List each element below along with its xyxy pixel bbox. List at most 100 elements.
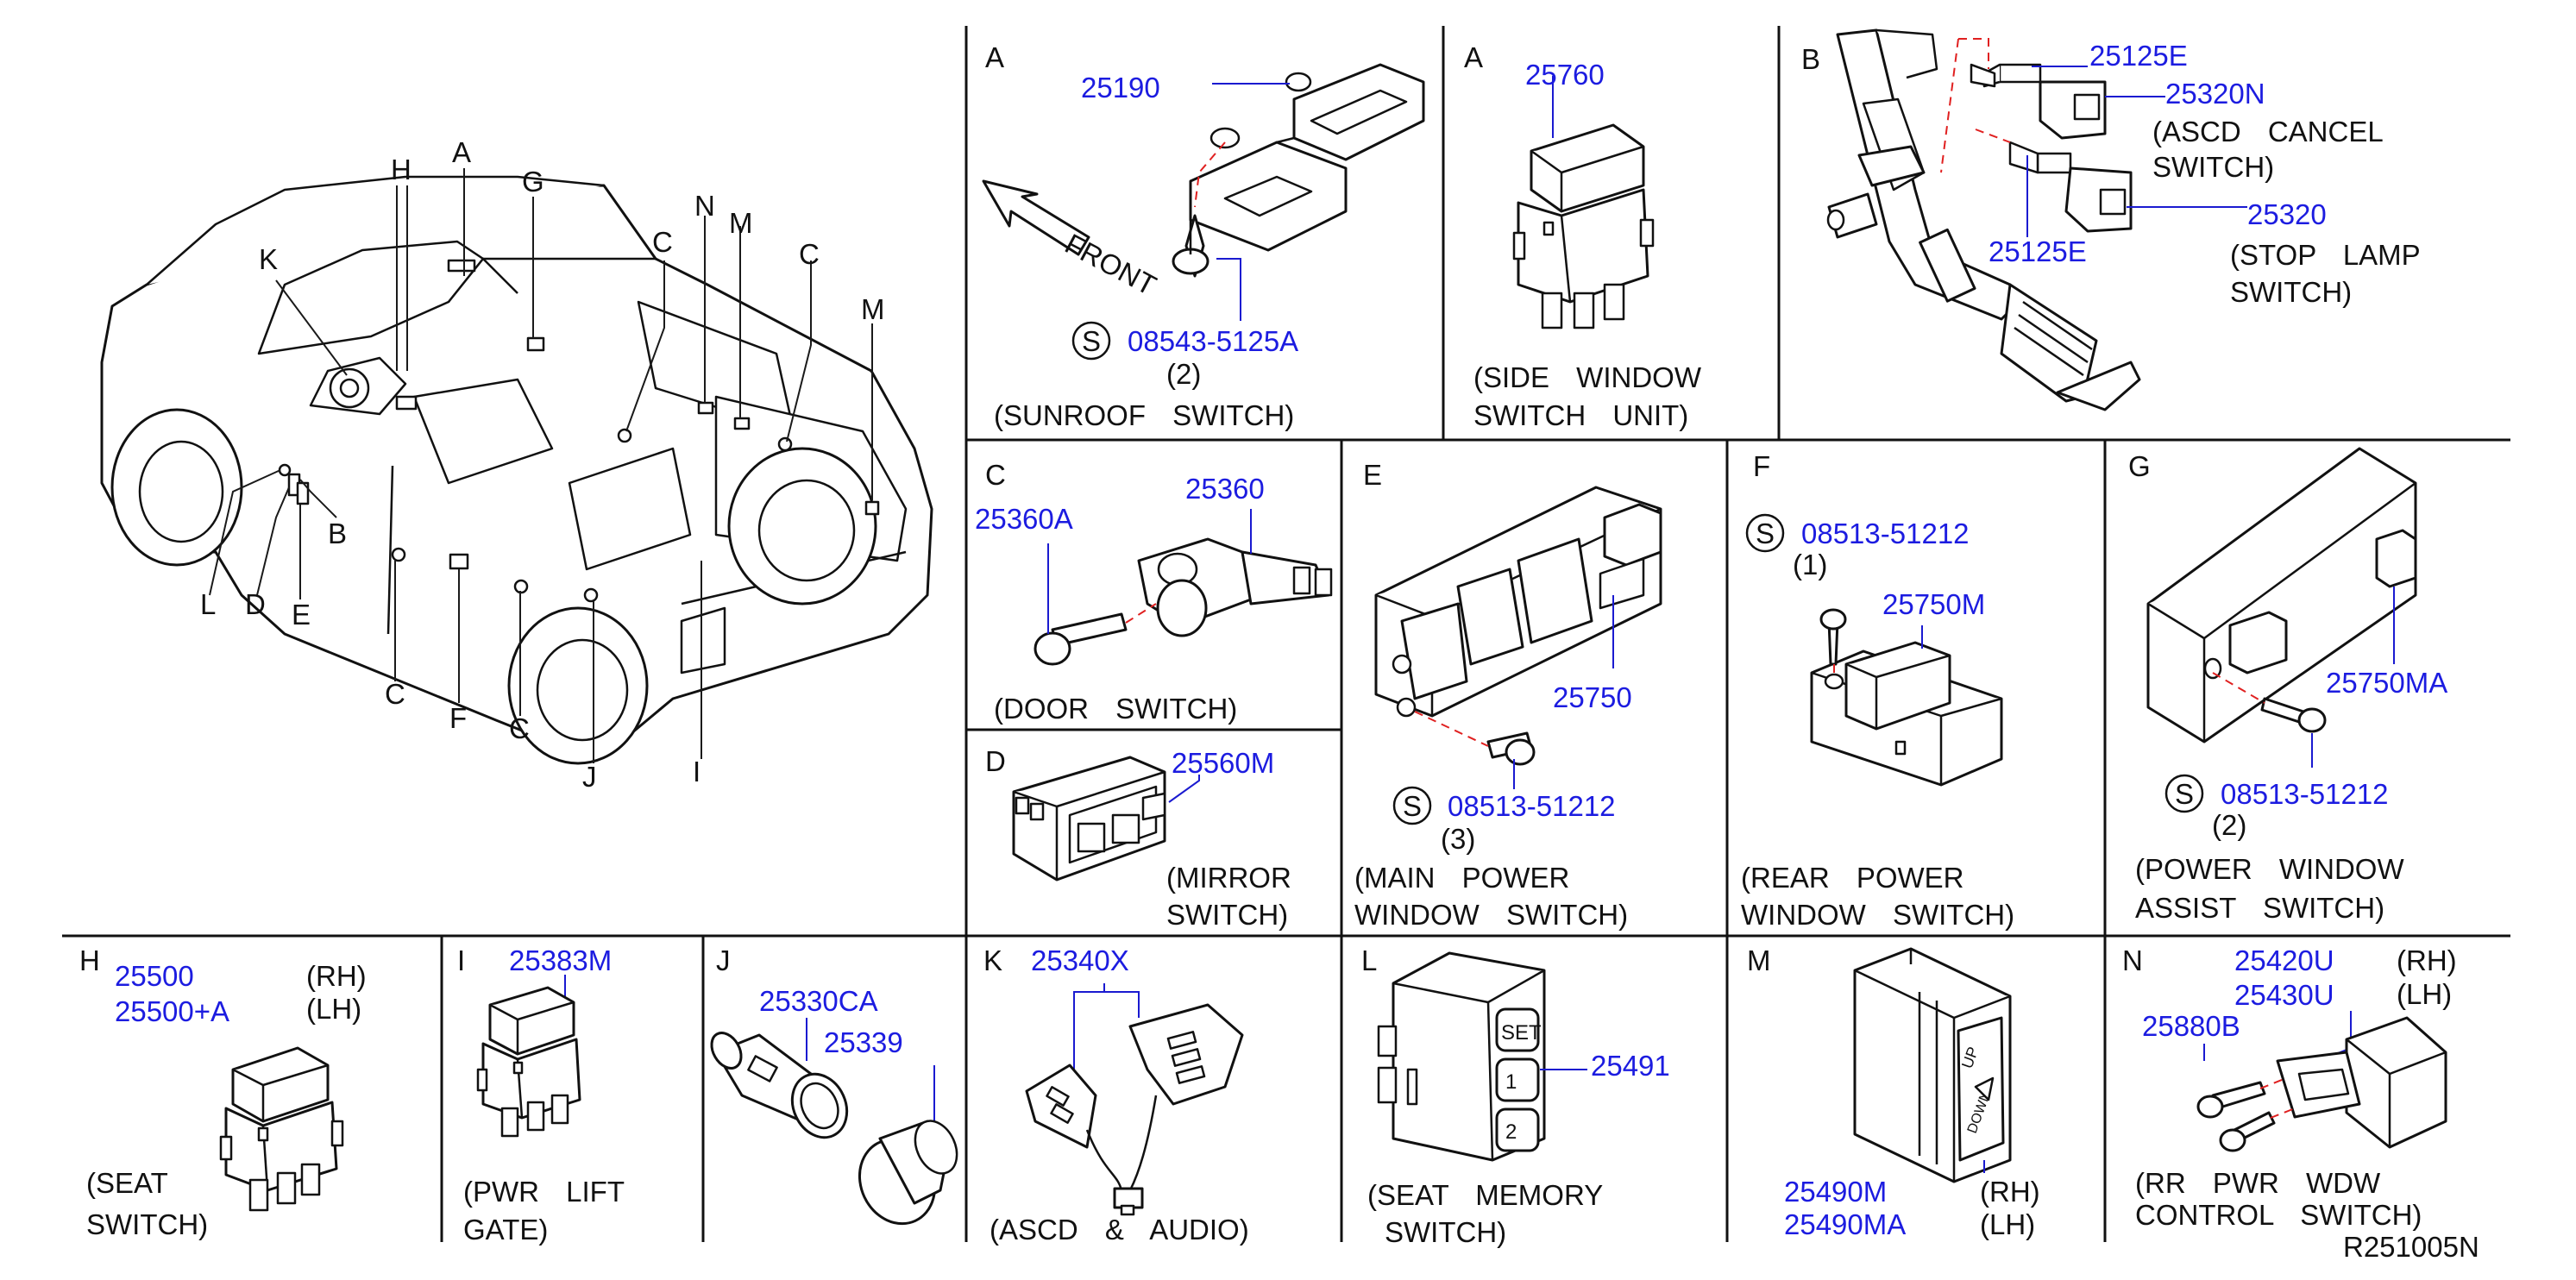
- up-down-switch-drawing: UP DOWN: [1853, 947, 2012, 1183]
- part-25750m: 25750M: [1882, 588, 1985, 620]
- part-25320: 25320: [2247, 198, 2327, 230]
- side-m-rh: (RH): [1980, 1176, 2040, 1208]
- panel-n-rr-power-window-control: N 25420U 25430U (RH) (LH) 25880B (RR PWR…: [2122, 944, 2479, 1263]
- vehicle-letter-f: F: [449, 702, 467, 734]
- panel-d-mirror-switch: D 25560M (MIRROR SWITCH): [985, 745, 1291, 931]
- caption-a2-line-2: SWITCH UNIT): [1473, 399, 1688, 431]
- side-h-rh: (RH): [306, 960, 367, 992]
- s-mark-label-f: S: [1756, 518, 1775, 549]
- vehicle-letter-g: G: [522, 166, 544, 198]
- lighter-drawing: [710, 1032, 958, 1226]
- stop-lamp-switch-drawing: [2008, 141, 2133, 233]
- part-25750: 25750: [1553, 681, 1632, 713]
- panel-letter-h: H: [79, 944, 100, 976]
- qty-a1: (2): [1166, 358, 1201, 390]
- vehicle-letter-m2: M: [861, 293, 885, 325]
- door-switch-drawing: [1034, 537, 1333, 666]
- panel-i-power-lift-gate: I 25383M (PWR LIFT GATE): [457, 944, 625, 1245]
- vehicle-letter-e: E: [292, 599, 311, 631]
- part-25500-a: 25500+A: [115, 995, 229, 1027]
- qty-e: (3): [1441, 823, 1475, 855]
- vehicle-leader-lines: [209, 168, 873, 763]
- panel-letter-a2: A: [1464, 41, 1483, 73]
- panel-letter-m: M: [1747, 944, 1771, 976]
- panel-l-seat-memory: L SET 1 2 25491 (SEAT MEMORY SWITCH): [1361, 944, 1670, 1248]
- part-25340x: 25340X: [1031, 944, 1129, 976]
- caption-n-line-1: (RR PWR WDW: [2135, 1167, 2381, 1199]
- caption-c: (DOOR SWITCH): [994, 693, 1237, 725]
- front-label: FRONT: [1060, 228, 1162, 302]
- button-set: SET: [1501, 1021, 1542, 1045]
- caption-k: (ASCD & AUDIO): [990, 1214, 1249, 1245]
- panel-letter-e: E: [1363, 459, 1382, 491]
- vehicle-letter-c3: C: [385, 678, 405, 710]
- vehicle-overview: A H G K N M C C M B L D E C F C J I: [100, 136, 933, 793]
- part-25490m: 25490M: [1784, 1176, 1887, 1208]
- vehicle-letter-labels: A H G K N M C C M B L D E C F C J I: [200, 136, 885, 793]
- seat-switch-drawing: [219, 1046, 344, 1212]
- front-direction-arrow: FRONT: [982, 179, 1162, 302]
- side-n-rh: (RH): [2397, 944, 2457, 976]
- qty-g: (2): [2212, 809, 2246, 841]
- panel-g-power-window-assist: G 25750MA S 08513-51212 (2) (POWER WINDO…: [2128, 447, 2447, 924]
- caption-f-line-2: WINDOW SWITCH): [1741, 899, 2014, 931]
- part-25383m: 25383M: [509, 944, 612, 976]
- steering-switch-drawing: [1025, 1003, 1244, 1216]
- panel-letter-k: K: [983, 944, 1002, 976]
- caption-d-line-1: (MIRROR: [1166, 862, 1291, 894]
- part-25490ma: 25490MA: [1784, 1208, 1906, 1240]
- part-08543-5125a: 08543-5125A: [1128, 325, 1298, 357]
- panel-k-ascd-audio: K 25340X (ASCD & AUDIO): [983, 944, 1249, 1245]
- ascd-cancel-switch-drawing: [1970, 63, 2107, 140]
- rear-power-window-drawing: [1810, 608, 2003, 787]
- panel-letter-b: B: [1801, 43, 1820, 75]
- s-mark-f: [1745, 513, 1785, 553]
- pedal-drawing: [1826, 28, 2141, 411]
- part-25330ca: 25330CA: [759, 985, 878, 1017]
- grid-lines: [62, 26, 2510, 1242]
- caption-a2-line-1: (SIDE WINDOW: [1473, 361, 1702, 393]
- panel-a-sunroof-switch: A FRONT 25190 S 08543-5125A (2) (SUNROOF…: [982, 41, 1425, 431]
- rr-control-switch-drawing: [2196, 1016, 2447, 1152]
- panel-a-side-window-switch: A 25760 (SIDE WINDOW SWITCH UNIT): [1464, 41, 1702, 431]
- side-window-switch-drawing: [1512, 123, 1655, 329]
- part-25125e-upper: 25125E: [2089, 40, 2188, 72]
- vehicle-letter-c1: C: [652, 226, 673, 258]
- caption-l-line-2: SWITCH): [1385, 1216, 1506, 1248]
- panel-e-main-power-window: E 25750 S 08513-51212 (3) (MAIN POWER WI…: [1354, 459, 1662, 931]
- part-08513-51212-e: 08513-51212: [1448, 790, 1616, 822]
- part-25125e-lower: 25125E: [1989, 235, 2087, 267]
- panel-letter-j: J: [716, 944, 731, 976]
- part-25190: 25190: [1081, 72, 1160, 104]
- panel-j-lighter: J 25330CA 25339: [710, 944, 958, 1226]
- part-08513-51212-g: 08513-51212: [2221, 778, 2389, 810]
- qty-f: (1): [1793, 549, 1827, 580]
- vehicle-letter-b: B: [328, 518, 347, 549]
- caption-d-line-2: SWITCH): [1166, 899, 1288, 931]
- panel-letter-n: N: [2122, 944, 2143, 976]
- vehicle-letter-m1: M: [729, 207, 753, 239]
- caption-h-line-1: (SEAT: [86, 1167, 168, 1199]
- panel-c-door-switch: C 25360A 25360 (DOOR SWITCH): [975, 459, 1333, 725]
- vehicle-letter-n: N: [694, 190, 715, 222]
- panel-letter-f: F: [1753, 450, 1770, 482]
- caption-g-line-2: ASSIST SWITCH): [2135, 892, 2384, 924]
- part-25880b: 25880B: [2142, 1010, 2240, 1042]
- power-window-assist-drawing: [2146, 447, 2417, 744]
- part-25420u: 25420U: [2234, 944, 2334, 976]
- caption-e-line-2: WINDOW SWITCH): [1354, 899, 1628, 931]
- caption-l-line-1: (SEAT MEMORY: [1367, 1179, 1603, 1211]
- vehicle-letter-k: K: [259, 243, 278, 275]
- caption-g-line-1: (POWER WINDOW: [2135, 853, 2404, 885]
- caption-e-line-1: (MAIN POWER: [1354, 862, 1569, 894]
- caption-f-line-1: (REAR POWER: [1741, 862, 1964, 894]
- part-25560m: 25560M: [1172, 747, 1274, 779]
- button-1: 1: [1505, 1070, 1517, 1094]
- s-mark-label-e: S: [1403, 790, 1422, 822]
- panel-b-pedal-switches: B: [1801, 28, 2421, 411]
- part-08513-51212-f: 08513-51212: [1801, 518, 1970, 549]
- panel-f-rear-power-window: F S 08513-51212 (1) 25750M (REAR POWER W…: [1741, 450, 2014, 931]
- drawing-code: R251005N: [2343, 1231, 2479, 1263]
- vehicle-letter-a: A: [452, 136, 471, 168]
